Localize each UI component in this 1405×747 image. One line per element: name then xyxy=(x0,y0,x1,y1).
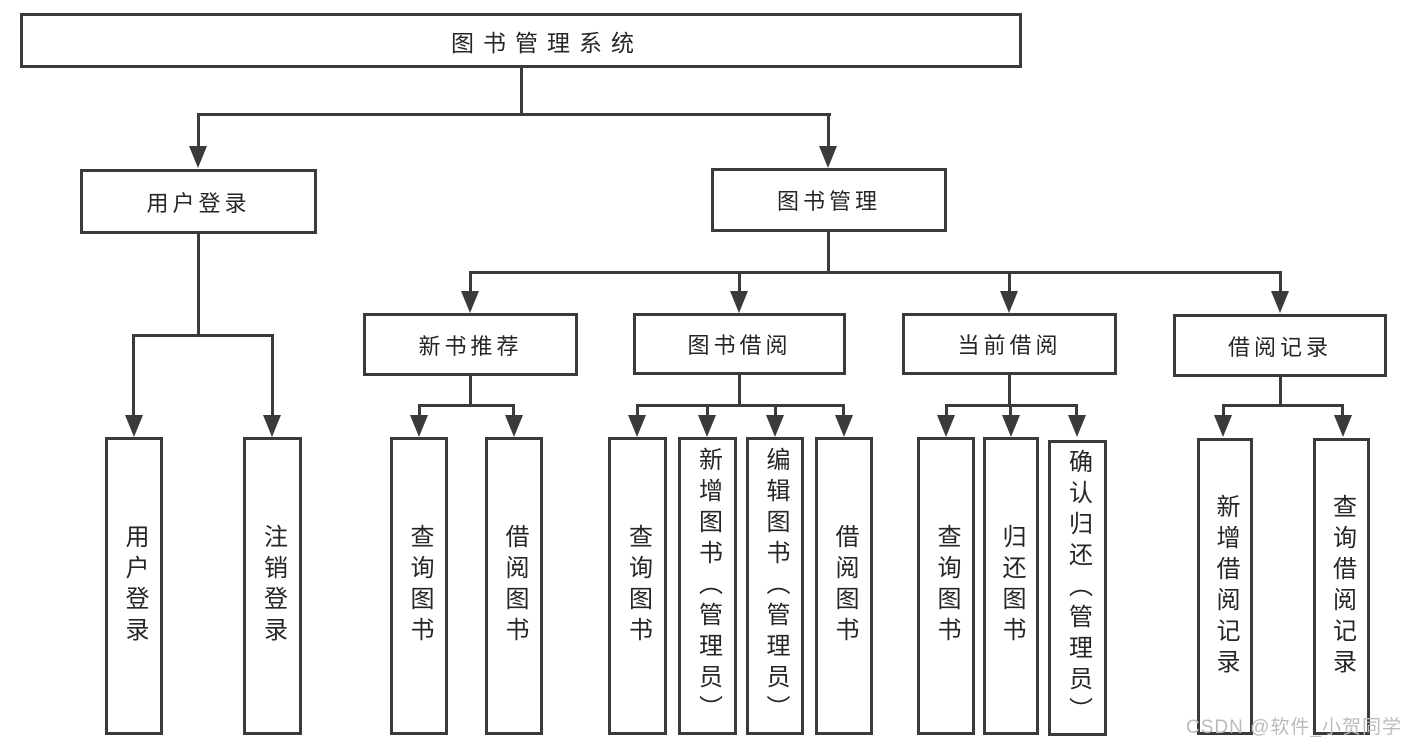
arrow-down-icon xyxy=(698,415,716,437)
leaf-edit-book-label: 编辑图书（管理员） xyxy=(762,446,789,726)
node-root-label: 图书管理系统 xyxy=(451,29,643,56)
leaf-add-book: 新增图书（管理员） xyxy=(678,437,737,735)
connector-line xyxy=(1222,404,1344,407)
arrow-down-icon xyxy=(835,415,853,437)
leaf-add-book-label: 新增图书（管理员） xyxy=(694,446,722,726)
leaf-query-borrow-record: 查询借阅记录 xyxy=(1313,438,1370,735)
leaf-borrow-book-2-label: 借阅图书 xyxy=(831,524,858,648)
node-root: 图书管理系统 xyxy=(20,13,1022,68)
node-book-borrow: 图书借阅 xyxy=(633,313,846,375)
leaf-confirm-return-label: 确认归还（管理员） xyxy=(1064,448,1092,728)
leaf-logout: 注销登录 xyxy=(243,437,302,735)
arrow-down-icon xyxy=(937,415,955,437)
leaf-edit-book: 编辑图书（管理员） xyxy=(746,437,804,735)
arrow-down-icon xyxy=(730,291,748,313)
node-borrow-record: 借阅记录 xyxy=(1173,314,1387,377)
connector-line xyxy=(842,404,845,417)
arrow-down-icon xyxy=(410,415,428,437)
node-user-login: 用户登录 xyxy=(80,169,317,234)
arrow-down-icon xyxy=(125,415,143,437)
connector-line xyxy=(1279,375,1282,407)
connector-line xyxy=(827,113,830,148)
connector-line xyxy=(1222,404,1225,417)
connector-line xyxy=(197,113,200,148)
node-book-management: 图书管理 xyxy=(711,168,947,232)
node-current-borrow: 当前借阅 xyxy=(902,313,1117,375)
connector-line xyxy=(738,271,741,293)
connector-line xyxy=(1008,271,1011,293)
leaf-query-borrow-record-label: 查询借阅记录 xyxy=(1328,493,1356,680)
connector-line xyxy=(197,232,200,336)
arrow-down-icon xyxy=(1000,291,1018,313)
arrow-down-icon xyxy=(628,415,646,437)
arrow-down-icon xyxy=(189,146,207,168)
connector-line xyxy=(706,404,709,417)
connector-line xyxy=(271,334,274,417)
leaf-query-book-1: 查询图书 xyxy=(390,437,448,735)
connector-line xyxy=(418,404,421,417)
connector-line xyxy=(132,334,135,417)
connector-line xyxy=(512,404,515,417)
leaf-return-book-label: 归还图书 xyxy=(998,524,1025,648)
arrow-down-icon xyxy=(505,415,523,437)
leaf-logout-label: 注销登录 xyxy=(259,524,287,648)
node-book-borrow-label: 图书借阅 xyxy=(687,333,792,358)
node-book-management-label: 图书管理 xyxy=(776,189,881,214)
connector-line xyxy=(738,373,741,407)
leaf-return-book: 归还图书 xyxy=(983,437,1039,735)
connector-line xyxy=(418,404,515,407)
arrow-down-icon xyxy=(819,146,837,168)
arrow-down-icon xyxy=(263,415,281,437)
leaf-add-borrow-record-label: 新增借阅记录 xyxy=(1212,493,1239,680)
connector-line xyxy=(469,374,472,407)
connector-line xyxy=(774,404,777,417)
node-new-book-recommend-label: 新书推荐 xyxy=(418,333,523,359)
connector-line xyxy=(197,113,831,116)
leaf-query-book-2: 查询图书 xyxy=(608,437,667,735)
leaf-add-borrow-record: 新增借阅记录 xyxy=(1197,438,1253,735)
connector-line xyxy=(827,230,830,274)
node-new-book-recommend: 新书推荐 xyxy=(363,313,578,376)
connector-line xyxy=(636,404,639,417)
connector-line xyxy=(520,68,523,115)
leaf-query-book-2-label: 查询图书 xyxy=(624,524,652,648)
arrow-down-icon xyxy=(1271,291,1289,313)
connector-line xyxy=(636,404,845,407)
connector-line xyxy=(1341,404,1344,417)
csdn-watermark: CSDN @软件_小贺同学 xyxy=(1186,717,1402,738)
arrow-down-icon xyxy=(1214,415,1232,437)
arrow-down-icon xyxy=(766,415,784,437)
node-borrow-record-label: 借阅记录 xyxy=(1227,334,1332,360)
connector-line xyxy=(469,271,1281,274)
node-current-borrow-label: 当前借阅 xyxy=(957,333,1062,358)
leaf-borrow-book-1: 借阅图书 xyxy=(485,437,543,735)
node-user-login-label: 用户登录 xyxy=(146,190,251,216)
leaf-borrow-book-1-label: 借阅图书 xyxy=(501,524,528,648)
leaf-borrow-book-2: 借阅图书 xyxy=(815,437,873,735)
connector-line xyxy=(945,404,948,417)
leaf-confirm-return: 确认归还（管理员） xyxy=(1048,440,1107,736)
leaf-user-login: 用户登录 xyxy=(105,437,163,735)
connector-line xyxy=(1075,404,1078,417)
arrow-down-icon xyxy=(1334,415,1352,437)
arrow-down-icon xyxy=(1002,415,1020,437)
arrow-down-icon xyxy=(1068,415,1086,437)
arrow-down-icon xyxy=(461,291,479,313)
connector-line xyxy=(1008,373,1011,407)
leaf-query-book-1-label: 查询图书 xyxy=(406,524,433,648)
leaf-query-book-3: 查询图书 xyxy=(917,437,975,735)
connector-line xyxy=(132,334,273,337)
connector-line xyxy=(469,271,472,293)
leaf-query-book-3-label: 查询图书 xyxy=(933,524,960,648)
connector-line xyxy=(1279,271,1282,293)
leaf-user-login-label: 用户登录 xyxy=(121,524,148,648)
connector-line xyxy=(1009,404,1012,417)
